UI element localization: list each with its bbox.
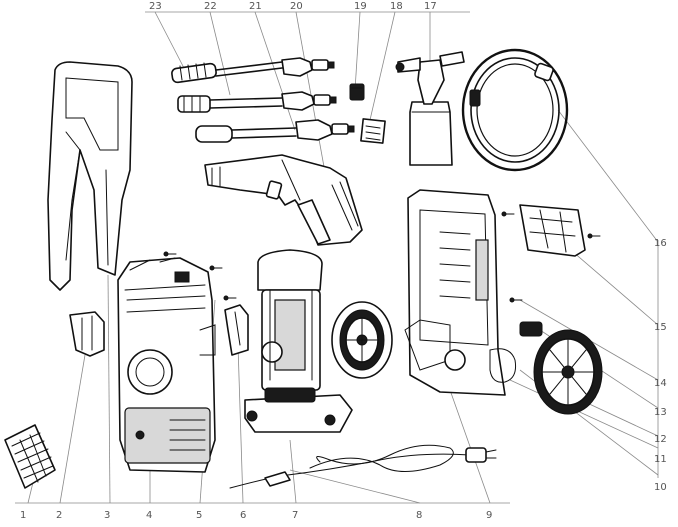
label-2: 2: [56, 510, 62, 521]
label-13: 13: [654, 407, 667, 418]
part-detergent-bottle: [395, 51, 465, 166]
part-rear-housing: [404, 189, 543, 396]
part-hose: [461, 48, 569, 172]
part-lance-22: [177, 91, 337, 113]
part-number-labels: 1 2 3 4 5 6 7 8 9 10 11 12 13 14 15 16 1…: [20, 1, 667, 521]
label-1: 1: [20, 510, 26, 521]
part-spray-gun: [204, 154, 363, 246]
label-20: 20: [290, 1, 303, 12]
label-4: 4: [146, 510, 152, 521]
label-15: 15: [654, 322, 667, 333]
part-wheel-left: [331, 301, 393, 379]
label-6: 6: [240, 510, 246, 521]
label-12: 12: [654, 434, 667, 445]
label-5: 5: [196, 510, 202, 521]
part-wheel-right: [533, 329, 603, 415]
part-grille: [4, 424, 56, 489]
part-power-cord: [229, 444, 497, 489]
label-3: 3: [104, 510, 110, 521]
part-handle: [47, 61, 133, 291]
label-9: 9: [486, 510, 492, 521]
screws: [163, 211, 601, 303]
part-bracket: [519, 204, 586, 257]
part-nozzle-tip: [349, 83, 365, 101]
label-17: 17: [424, 1, 437, 12]
part-lance-23: [171, 57, 335, 84]
part-motor-pump: [244, 249, 353, 433]
label-10: 10: [654, 482, 667, 493]
label-14: 14: [654, 378, 667, 389]
label-8: 8: [416, 510, 422, 521]
part-filter: [360, 118, 386, 144]
label-22: 22: [204, 1, 217, 12]
part-front-housing: [117, 257, 216, 473]
label-11: 11: [654, 454, 667, 465]
label-16: 16: [654, 238, 667, 249]
label-7: 7: [292, 510, 298, 521]
label-19: 19: [354, 1, 367, 12]
part-clip: [69, 311, 105, 357]
label-23: 23: [149, 1, 162, 12]
part-hook: [224, 304, 249, 356]
label-18: 18: [390, 1, 403, 12]
label-21: 21: [249, 1, 262, 12]
part-lance-21: [195, 119, 355, 143]
